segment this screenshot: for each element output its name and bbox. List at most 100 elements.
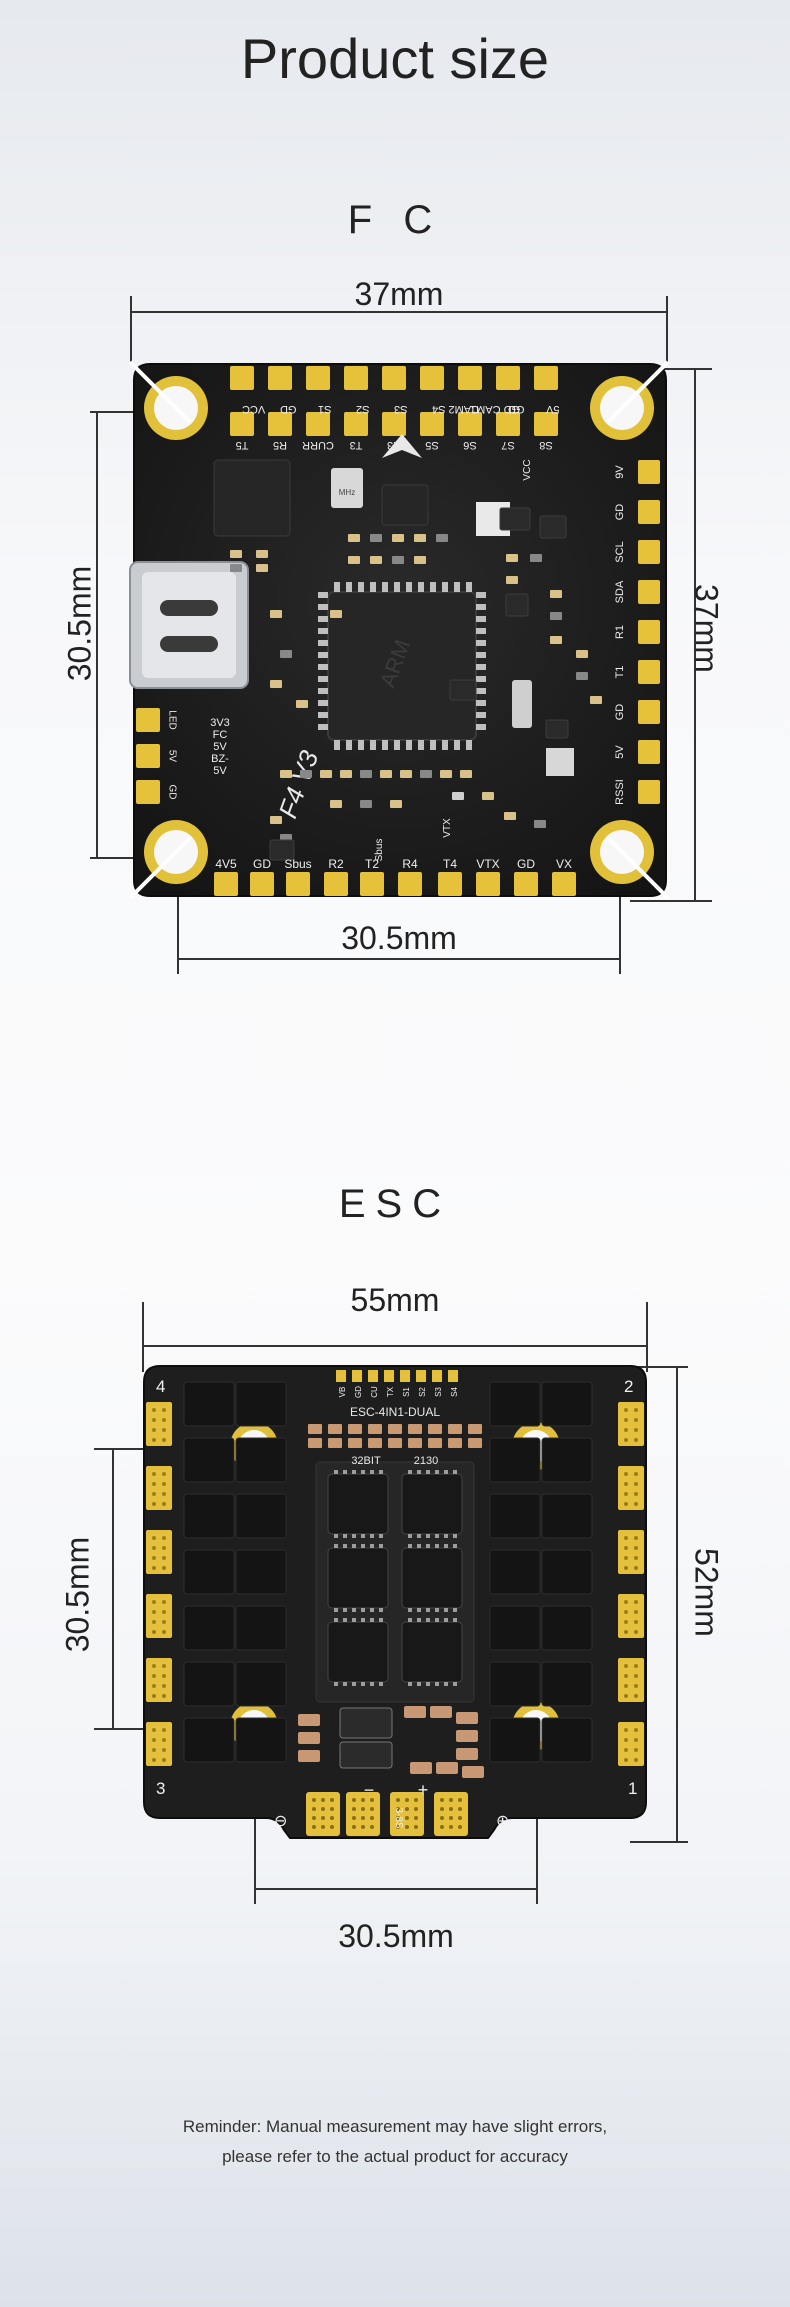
fc-top-pad-label: R5 <box>273 439 287 451</box>
fc-top-pad-label: S1 <box>318 403 331 415</box>
smd-component <box>530 554 542 562</box>
fc-small-label: 3V3 <box>210 717 230 729</box>
esc-power-dot <box>440 1798 444 1802</box>
esc-dim-right-line <box>676 1366 678 1843</box>
fc-top-pad-label: S3 <box>394 403 407 415</box>
esc-pad-dot <box>152 1630 156 1634</box>
esc-power-dot <box>361 1816 365 1820</box>
mcu-pin <box>430 582 436 592</box>
esc-mosfet <box>541 1437 593 1483</box>
mcu-pin <box>382 582 388 592</box>
esc-minus-symbol: ⊖ <box>274 1813 287 1830</box>
mcu-pin <box>406 582 412 592</box>
esc-power-dot <box>312 1816 316 1820</box>
fc-top-pad-label: CAM2 S4 <box>432 403 479 415</box>
mcu-pin <box>454 740 460 750</box>
fc-top-pad-label: S2 <box>356 403 369 415</box>
esc-pad-dot <box>162 1556 166 1560</box>
esc-chip-pin <box>435 1544 439 1548</box>
esc-passive <box>456 1730 478 1742</box>
esc-pad-dot <box>162 1566 166 1570</box>
esc-power-dot <box>458 1798 462 1802</box>
esc-mosfet <box>235 1661 287 1707</box>
smd-component <box>230 550 242 558</box>
esc-driver-chip <box>327 1621 389 1683</box>
esc-pad-dot <box>152 1472 156 1476</box>
esc-pad-dot <box>624 1630 628 1634</box>
esc-chip-pin <box>453 1534 457 1538</box>
esc-mosfet <box>183 1549 235 1595</box>
fc-right-pad <box>638 700 660 724</box>
esc-motor-pad-right <box>618 1466 644 1510</box>
fc-top-pad-label: GD CAM1 <box>470 403 520 415</box>
fc-small-module <box>546 748 574 776</box>
esc-pad-dot <box>634 1728 638 1732</box>
esc-pad-dot <box>152 1610 156 1614</box>
esc-pad-dot <box>162 1674 166 1678</box>
esc-chip-pin <box>352 1682 356 1686</box>
esc-dim-top-line <box>142 1345 648 1347</box>
esc-pad-dot <box>152 1728 156 1732</box>
fc-top-pad <box>344 366 368 390</box>
esc-pad-dot <box>624 1502 628 1506</box>
esc-passive <box>468 1424 482 1434</box>
smd-component <box>550 612 562 620</box>
esc-pad-dot <box>624 1472 628 1476</box>
esc-pad-dot <box>162 1546 166 1550</box>
fc-bottom-pad-label: 4V5 <box>215 857 237 871</box>
esc-voltage-label: 3-8S <box>393 1807 404 1828</box>
fc-misc-label: VCC <box>522 459 533 480</box>
fc-top-pad <box>458 366 482 390</box>
esc-motor-pad-left <box>146 1722 172 1766</box>
esc-pad-dot <box>152 1428 156 1432</box>
mcu-pin <box>406 740 412 750</box>
fc-bottom-pad <box>360 872 384 896</box>
esc-power-dot <box>330 1807 334 1811</box>
fc-top-pad-label: S8 <box>539 439 552 451</box>
esc-power-dot <box>405 1825 409 1829</box>
esc-header-label: VB <box>338 1387 347 1398</box>
esc-chip-pin <box>444 1470 448 1474</box>
esc-passive <box>428 1438 442 1448</box>
fc-bottom-pad <box>398 872 422 896</box>
esc-passive <box>456 1748 478 1760</box>
esc-pad-dot <box>624 1674 628 1678</box>
esc-chip-pin <box>426 1618 430 1622</box>
esc-chip-pin <box>408 1470 412 1474</box>
fc-bottom-pad <box>514 872 538 896</box>
esc-pad-dot <box>624 1428 628 1432</box>
fc-bottom-pad <box>214 872 238 896</box>
smd-component <box>300 770 312 778</box>
esc-mosfet <box>235 1605 287 1651</box>
esc-chip-pin <box>352 1618 356 1622</box>
mcu-pin <box>318 676 328 682</box>
esc-pad-dot <box>624 1482 628 1486</box>
esc-power-dot <box>458 1807 462 1811</box>
usb-c-connector <box>129 561 249 689</box>
esc-pad-dot <box>162 1502 166 1506</box>
esc-power-dot <box>458 1816 462 1820</box>
fc-right-pad-label: SCL <box>614 541 626 562</box>
smd-component <box>330 800 342 808</box>
esc-pad-dot <box>624 1600 628 1604</box>
smd-component <box>270 680 282 688</box>
esc-mosfet <box>183 1605 235 1651</box>
esc-chip-pin <box>370 1470 374 1474</box>
smd-component <box>460 770 472 778</box>
mcu-pin <box>318 664 328 670</box>
esc-pad-dot <box>634 1408 638 1412</box>
esc-chip-pin <box>361 1682 365 1686</box>
esc-size-label: 2130 <box>414 1455 438 1467</box>
fc-small-ic <box>539 515 567 539</box>
smd-component <box>436 534 448 542</box>
mcu-pin <box>476 712 486 718</box>
esc-pad-dot <box>162 1438 166 1442</box>
fc-left-pad <box>136 744 160 768</box>
esc-corner-number-1: 1 <box>628 1779 637 1798</box>
esc-header-pin <box>400 1370 410 1382</box>
fc-right-pad-label: T1 <box>614 666 626 679</box>
esc-motor-pads <box>146 1402 644 1766</box>
esc-mosfet <box>235 1493 287 1539</box>
esc-header-label: CU <box>370 1386 379 1398</box>
